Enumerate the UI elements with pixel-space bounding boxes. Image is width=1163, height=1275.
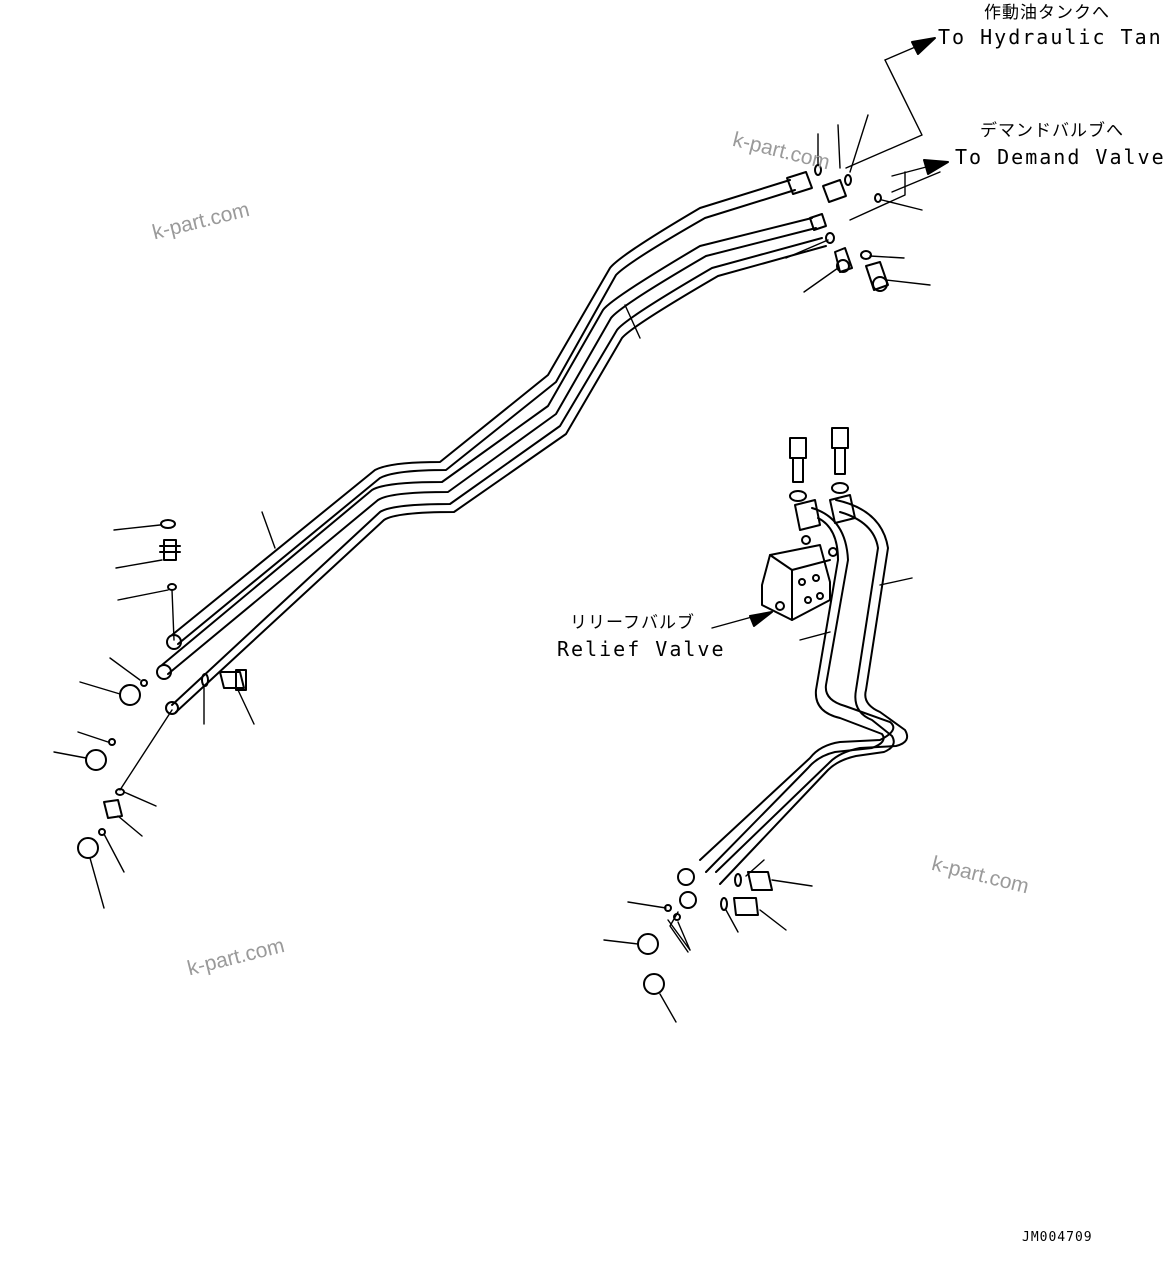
long-pipe-bundle	[161, 179, 827, 713]
relief-valve-block	[761, 535, 838, 621]
bottom-fittings	[637, 868, 773, 995]
relief-valve-label-en: Relief Valve	[557, 637, 726, 661]
top-right-fittings	[786, 164, 889, 292]
demand-valve-label-jp: デマンドバルブへ	[980, 121, 1124, 141]
demand-valve-label-en: To Demand Valve	[955, 145, 1163, 169]
drawing-code: JM004709	[1022, 1230, 1093, 1245]
arrow-to-hydraulic-tank	[884, 37, 936, 61]
arrow-to-demand-valve	[891, 159, 949, 177]
leader-lines	[53, 59, 941, 1023]
relief-valve-label-jp: リリーフバルブ	[570, 613, 695, 633]
left-fittings	[77, 519, 247, 859]
short-pipe-bundle	[699, 499, 909, 885]
hydraulic-tank-label-jp: 作動油タンクへ	[984, 3, 1110, 23]
mounting-bolts	[789, 427, 856, 531]
arrow-to-relief-valve	[749, 611, 773, 627]
hydraulic-tank-label-en: To Hydraulic Tank	[938, 25, 1163, 49]
